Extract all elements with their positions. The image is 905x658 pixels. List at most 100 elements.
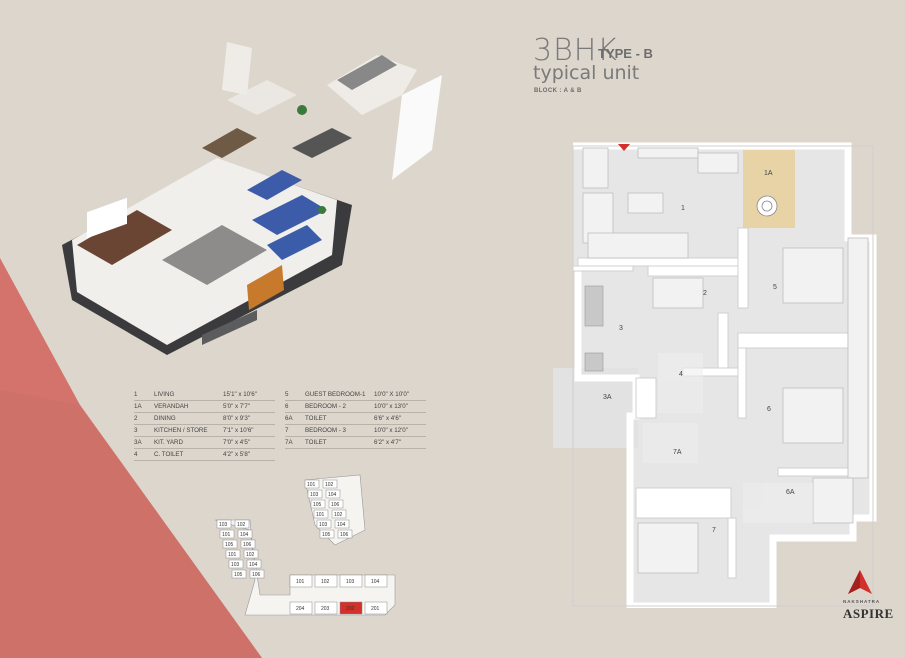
keyplan-unit xyxy=(222,539,238,549)
keyplan-unit xyxy=(325,489,341,499)
keyplan-unit-label: 204 xyxy=(296,606,305,612)
legend-size: 7'0" x 4'5" xyxy=(223,436,275,449)
label-r2: 2 xyxy=(703,290,707,297)
keyplan-unit-label: 101 xyxy=(316,512,325,518)
isometric-3d-render xyxy=(62,42,442,355)
legend-no: 6 xyxy=(285,400,305,413)
legend-name: KITCHEN / STORE xyxy=(154,424,223,437)
keyplan-unit-label: 103 xyxy=(319,522,328,528)
legend-name: TOILET xyxy=(305,436,374,449)
keyplan-unit xyxy=(243,549,259,559)
keyplan-unit xyxy=(304,479,320,489)
keyplan-unit-label: 105 xyxy=(313,502,322,508)
keyplan-unit xyxy=(216,519,232,529)
keyplan-unit xyxy=(289,574,313,588)
keyplan-unit xyxy=(322,479,338,489)
keyplan-unit-label: 106 xyxy=(331,502,340,508)
keyplan-unit xyxy=(231,569,247,579)
label-r1: 1 xyxy=(681,205,685,212)
keyplan-unit xyxy=(334,519,350,529)
legend-size: 4'2" x 5'8" xyxy=(223,448,275,461)
keyplan-unit-label: 103 xyxy=(310,492,319,498)
keyplan-unit-label: 106 xyxy=(243,542,252,548)
keyplan-unit xyxy=(249,569,265,579)
keyplan-unit-label: 101 xyxy=(228,552,237,558)
bhk-title: 3BHK xyxy=(533,33,618,68)
legend-name: VERANDAH xyxy=(154,400,223,413)
legend-name: C. TOILET xyxy=(154,448,223,461)
keyplan-unit xyxy=(313,509,329,519)
block-label: BLOCK : A & B xyxy=(534,88,582,94)
keyplan-unit-label: 102 xyxy=(246,552,255,558)
keyplan-unit xyxy=(319,529,335,539)
legend-size: 5'0" x 7'7" xyxy=(223,400,275,413)
keyplan-unit-label: 105 xyxy=(322,532,331,538)
keyplan-unit xyxy=(307,489,323,499)
keyplan-unit-label: 101 xyxy=(222,532,231,538)
label-r5: 5 xyxy=(773,284,777,291)
brand-name: ASPIRE xyxy=(843,606,894,621)
key-plan: 101 102 103 104 204 203 202 201 103 102 101 104 10… xyxy=(214,474,396,616)
label-r6a: 6A xyxy=(786,489,795,496)
keyplan-unit xyxy=(328,499,344,509)
keyplan-unit-label: 102 xyxy=(321,579,330,585)
keyplan-unit-label: 104 xyxy=(337,522,346,528)
keyplan-unit-label: 103 xyxy=(346,579,355,585)
keyplan-unit xyxy=(310,499,326,509)
legend-size: 10'0" x 12'0" xyxy=(374,424,426,437)
legend-size: 6'6" x 4'6" xyxy=(374,412,426,425)
legend-name: TOILET xyxy=(305,412,374,425)
keyplan-unit-label: 104 xyxy=(328,492,337,498)
label-r7: 7 xyxy=(712,527,716,534)
legend-name: KIT. YARD xyxy=(154,436,223,449)
legend-no: 1A xyxy=(134,400,154,413)
legend-no: 1 xyxy=(134,389,154,401)
label-r1a: 1A xyxy=(764,170,773,177)
keyplan-unit-label: 202 xyxy=(346,606,355,612)
keyplan-unit xyxy=(337,529,353,539)
legend-no: 2 xyxy=(134,412,154,425)
label-r7a: 7A xyxy=(673,449,682,456)
label-r3: 3 xyxy=(619,325,623,332)
legend-size: 6'2" x 4'7" xyxy=(374,436,426,449)
keyplan-unit xyxy=(316,519,332,529)
legend-size: 10'0" X 10'0" xyxy=(374,389,426,401)
keyplan-unit-label: 105 xyxy=(234,572,243,578)
legend-no: 7A xyxy=(285,436,305,449)
keyplan-unit xyxy=(364,601,388,615)
legend-no: 6A xyxy=(285,412,305,425)
aspire-logo-icon xyxy=(848,570,872,594)
legend-name: LIVING xyxy=(154,389,223,401)
keyplan-unit-label: 201 xyxy=(371,606,380,612)
keyplan-unit xyxy=(228,559,244,569)
keyplan-unit-label: 103 xyxy=(231,562,240,568)
legend-name: GUEST BEDROOM-1 xyxy=(305,389,374,401)
keyplan-unit xyxy=(240,539,256,549)
keyplan-unit xyxy=(339,574,363,588)
keyplan-unit xyxy=(246,559,262,569)
legend-no: 7 xyxy=(285,424,305,437)
entrance-marker xyxy=(618,144,630,151)
keyplan-unit-label: 103 xyxy=(219,522,228,528)
keyplan-unit xyxy=(225,549,241,559)
keyplan-unit xyxy=(289,601,313,615)
legend-size: 7'1" x 10'6" xyxy=(223,424,275,437)
keyplan-unit xyxy=(219,529,235,539)
keyplan-unit-label: 101 xyxy=(296,579,305,585)
floor-plan: 1 1A 2 3 3A 4 5 6 6A 7 7A xyxy=(553,142,877,608)
keyplan-unit-label: 203 xyxy=(321,606,330,612)
keyplan-unit xyxy=(314,601,338,615)
label-r4: 4 xyxy=(679,371,683,378)
keyplan-unit-label: 102 xyxy=(237,522,246,528)
